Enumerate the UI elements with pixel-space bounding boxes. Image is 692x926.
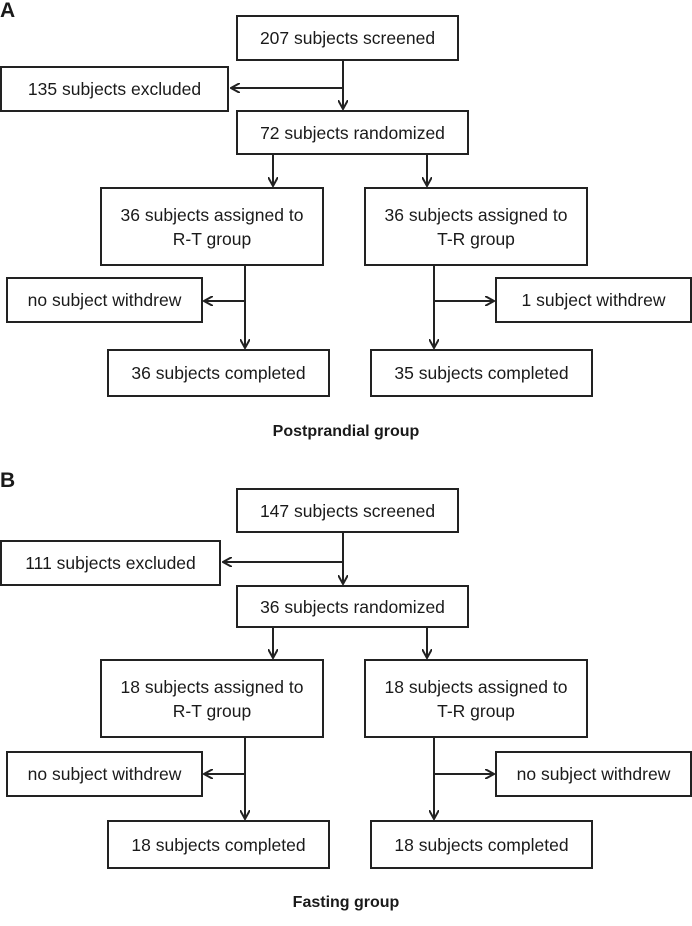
- right-withdrew-box: 1 subject withdrew: [495, 277, 692, 323]
- screened-box: 207 subjects screened: [236, 15, 459, 61]
- panel-caption: Postprandial group: [272, 423, 420, 440]
- connector-lines: [0, 533, 692, 913]
- right-completed-box: 35 subjects completed: [370, 349, 593, 397]
- right-assigned-box: 18 subjects assigned to T-R group: [364, 659, 588, 738]
- left-withdrew-box: no subject withdrew: [6, 751, 203, 797]
- flow-panel-a: A 207 subjects screened 135 subjects exc…: [0, 0, 692, 456]
- excluded-box: 135 subjects excluded: [0, 66, 229, 112]
- right-assigned-box: 36 subjects assigned to T-R group: [364, 187, 588, 266]
- connector-lines: [0, 61, 692, 456]
- right-withdrew-box: no subject withdrew: [495, 751, 692, 797]
- left-withdrew-box: no subject withdrew: [6, 277, 203, 323]
- flow-panel-b: B 147 subjects screened 111 subjects exc…: [0, 470, 692, 926]
- panel-label: B: [0, 469, 16, 492]
- right-completed-box: 18 subjects completed: [370, 820, 593, 869]
- left-assigned-box: 18 subjects assigned to R-T group: [100, 659, 324, 738]
- panel-caption: Fasting group: [292, 894, 400, 911]
- randomized-box: 72 subjects randomized: [236, 110, 469, 155]
- randomized-box: 36 subjects randomized: [236, 585, 469, 628]
- left-assigned-box: 36 subjects assigned to R-T group: [100, 187, 324, 266]
- left-completed-box: 36 subjects completed: [107, 349, 330, 397]
- panel-label: A: [0, 0, 16, 22]
- screened-box: 147 subjects screened: [236, 488, 459, 533]
- left-completed-box: 18 subjects completed: [107, 820, 330, 869]
- excluded-box: 111 subjects excluded: [0, 540, 221, 586]
